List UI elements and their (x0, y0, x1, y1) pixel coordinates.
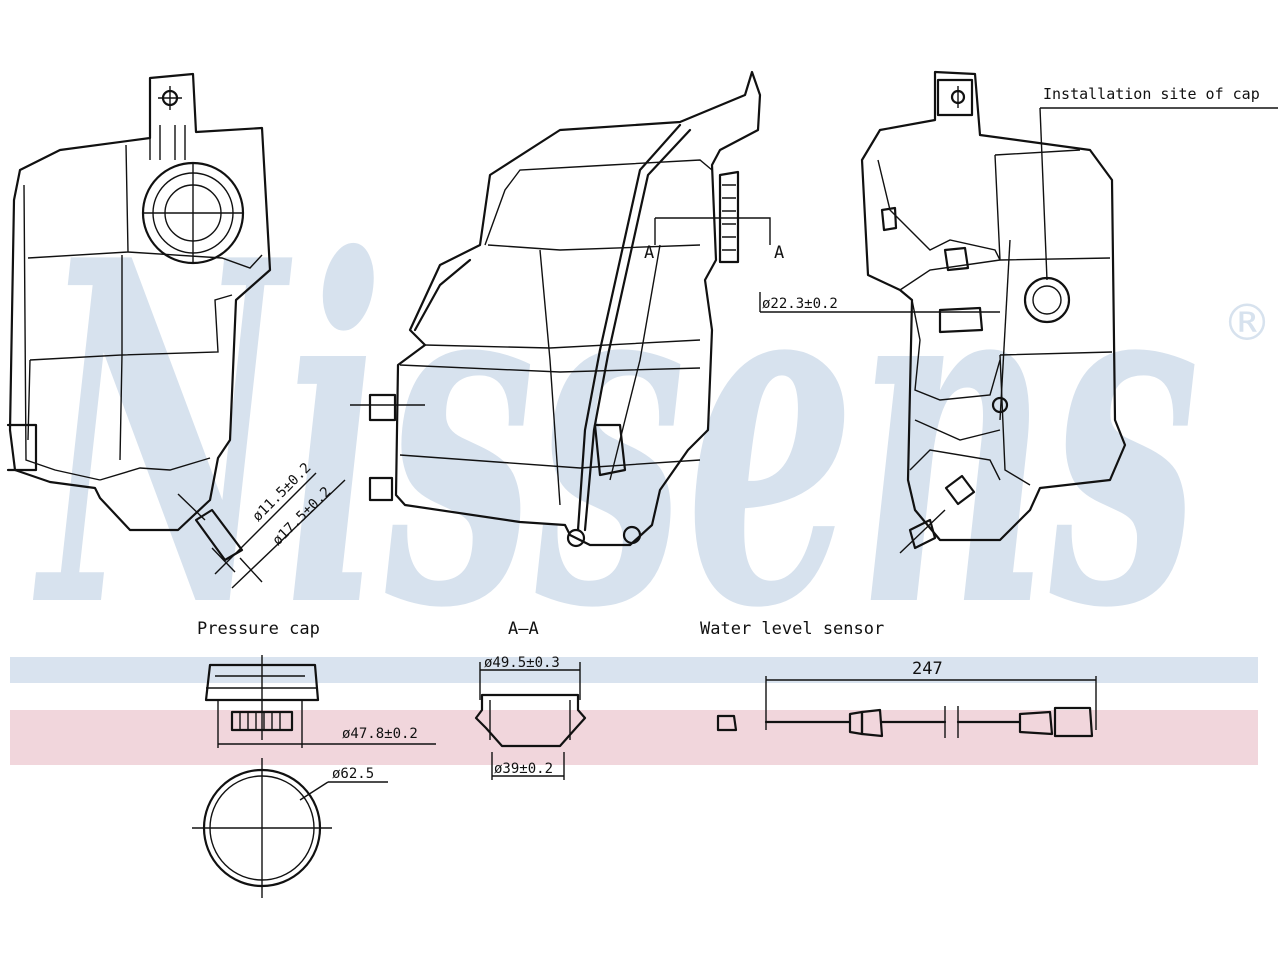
dim-d49: ø49.5±0.3 (484, 655, 560, 671)
dim-d47: ø47.8±0.2 (342, 726, 418, 742)
tank-front-view (6, 72, 346, 589)
pressure-cap-top (192, 758, 388, 898)
tank-rear-view (759, 70, 1278, 554)
pressure-cap-title: Pressure cap (197, 619, 320, 639)
blue-band (10, 657, 1258, 683)
dim-d39: ø39±0.2 (494, 761, 553, 777)
dim-d62: ø62.5 (332, 766, 374, 782)
section-marker-left: A (644, 243, 654, 263)
registered-mark: ® (1222, 294, 1272, 352)
water-level-sensor-drawing (716, 676, 1097, 738)
pressure-cap-side (204, 655, 436, 748)
installation-site-label: Installation site of cap (1043, 85, 1260, 103)
tank-iso-view (350, 70, 771, 548)
section-aa-drawing (474, 662, 587, 780)
sensor-title: Water level sensor (700, 619, 884, 639)
pink-band (10, 710, 1258, 765)
section-title: A–A (508, 619, 539, 639)
section-marker-right: A (774, 243, 784, 263)
dim-d22: ø22.3±0.2 (762, 296, 838, 312)
dim-length: 247 (912, 659, 943, 679)
